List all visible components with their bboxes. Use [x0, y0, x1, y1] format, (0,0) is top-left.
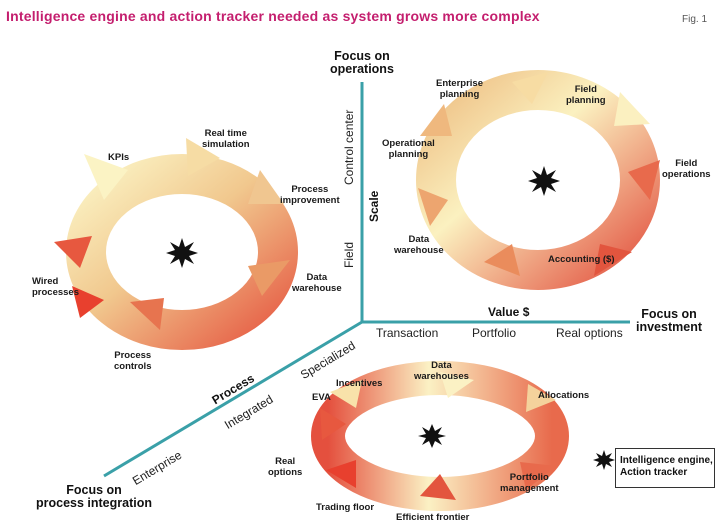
cycle-arrowhead [84, 154, 128, 200]
process-axis [103, 320, 363, 478]
legend-box [615, 448, 715, 488]
kpis-label: KPIs [108, 152, 130, 163]
cycle-arrowhead [186, 138, 220, 176]
legend-engine-icon [593, 450, 615, 470]
field-operations-label: Field operations [662, 158, 711, 180]
operations-data-warehouse-label: Data warehouse [394, 234, 444, 256]
cycle-arrowhead [420, 474, 456, 500]
process-cycle-ring [54, 138, 298, 350]
cycle-arrowhead [248, 170, 284, 204]
cycle-arrowhead [72, 286, 104, 318]
cycle-arrowhead [526, 384, 556, 412]
enterprise-planning-label: Enterprise planning [436, 78, 483, 100]
efficient-frontier-label: Efficient frontier [396, 512, 470, 523]
process-data-warehouse-label: Data warehouse [292, 272, 342, 294]
transaction-tick: Transaction [376, 326, 439, 340]
cycle-arrowhead [320, 408, 346, 440]
intelligence-engine-icon [166, 238, 198, 268]
cycle-arrowhead [614, 92, 650, 126]
process-axis-title: Focus on process integration [36, 483, 152, 510]
cycle-arrowhead [418, 188, 448, 226]
intelligence-engine-icon [418, 424, 446, 448]
real-options-tick: Real options [556, 326, 623, 340]
cycle-arrowhead [130, 298, 164, 330]
process-improvement-label: Process improvement [280, 184, 340, 206]
wired-processes-label: Wired processes [32, 276, 80, 298]
control-center-tick: Control center [342, 109, 356, 185]
investment-axis-title: Focus on investment [636, 307, 702, 334]
value-label: Value $ [488, 305, 530, 319]
cycle-arrowhead [54, 236, 92, 268]
data-warehouses-label: Data warehouses [414, 360, 469, 382]
axes [103, 82, 630, 478]
portfolio-management-label: Portfolio management [500, 472, 559, 494]
operations-axis-title: Focus on operations [330, 49, 394, 76]
cycle-arrowhead [594, 244, 632, 276]
field-tick: Field [342, 241, 356, 268]
portfolio-tick: Portfolio [472, 326, 517, 340]
cycle-arrowhead [326, 460, 356, 488]
incentives-label: Incentives [336, 378, 383, 389]
realtime-simulation-label: Real time simulation [202, 128, 250, 150]
figure-title: Intelligence engine and action tracker n… [6, 8, 540, 24]
legend-text: Intelligence engine, Action tracker [620, 455, 713, 478]
operations-cycle-ring [416, 70, 660, 290]
intelligence-engine-icon [528, 166, 560, 196]
cycle-arrowhead [484, 244, 520, 276]
scale-label: Scale [367, 190, 381, 222]
cycle-arrowhead [440, 372, 474, 398]
investment-cycle-ring [311, 361, 569, 511]
cycle-arrowhead [330, 380, 362, 408]
figure-number: Fig. 1 [682, 14, 708, 25]
field-planning-label: Field planning [566, 84, 606, 106]
cycle-arrowhead [520, 462, 556, 490]
trading-floor-label: Trading floor [316, 502, 375, 513]
cycle-arrowhead [420, 104, 452, 136]
real-options-label: Real options [268, 456, 303, 478]
allocations-label: Allocations [538, 390, 590, 401]
accounting-label: Accounting ($) [548, 254, 615, 265]
cycle-arrowhead [248, 260, 290, 296]
cycle-arrowhead [628, 160, 660, 200]
process-controls-label: Process controls [114, 350, 152, 372]
operational-planning-label: Operational planning [382, 138, 435, 160]
eva-label: EVA [312, 392, 331, 403]
cycle-arrowhead [512, 72, 548, 104]
